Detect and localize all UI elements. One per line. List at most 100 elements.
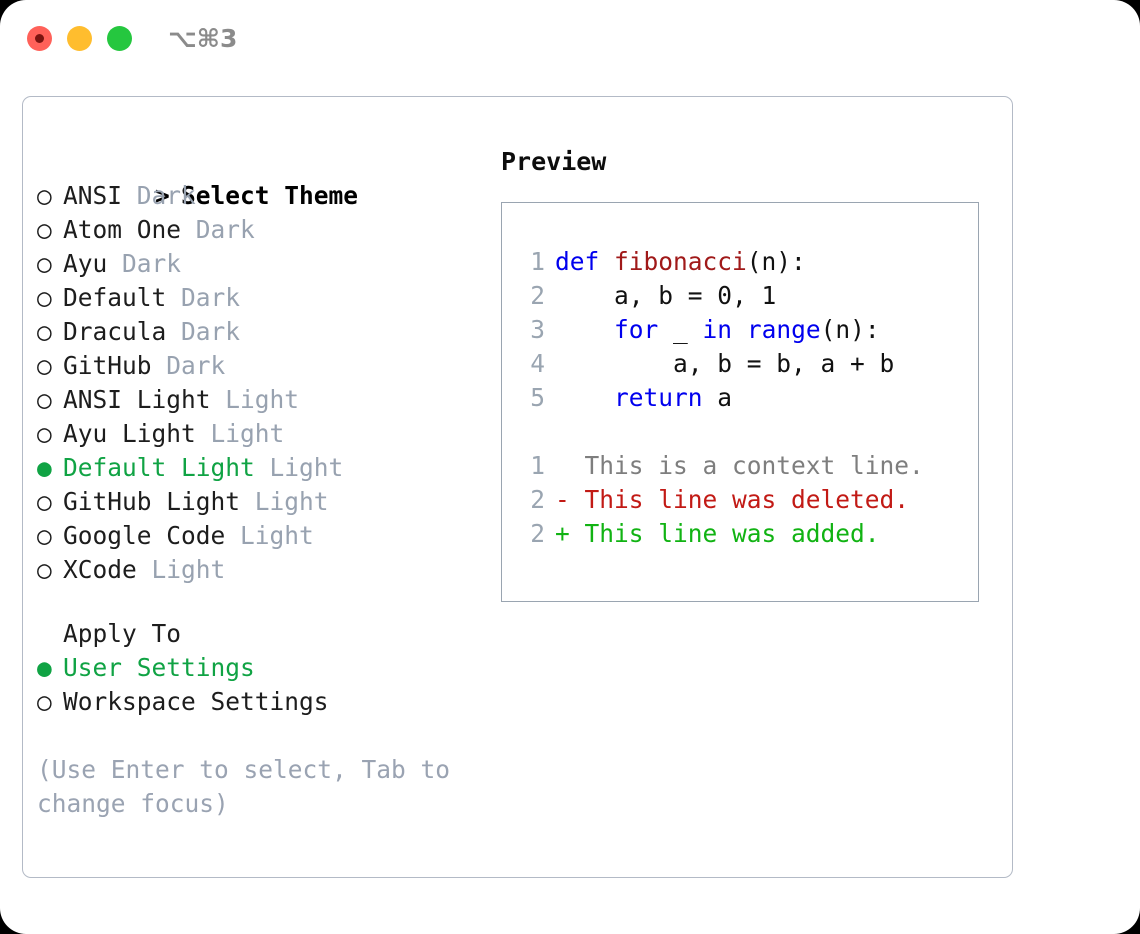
- minimize-button[interactable]: [67, 26, 92, 51]
- theme-option-label: ANSI Light: [63, 385, 226, 414]
- radio-unselected-icon: ○: [37, 687, 52, 716]
- theme-option-atom-one[interactable]: ○ Atom One Dark: [37, 213, 477, 247]
- theme-variant-tag: Light: [210, 419, 285, 448]
- code-line: 5 return a: [519, 381, 924, 415]
- code-diff-separator: [519, 415, 924, 449]
- select-theme-title: Select Theme: [181, 181, 359, 210]
- radio-unselected-icon: ○: [37, 385, 52, 414]
- theme-variant-tag: Light: [254, 487, 329, 516]
- theme-variant-tag: Light: [151, 555, 226, 584]
- radio-unselected-icon: ○: [37, 521, 52, 550]
- code-token: [555, 315, 614, 344]
- code-token: range: [746, 315, 821, 344]
- theme-option-label: GitHub Light: [63, 487, 255, 516]
- radio-unselected-icon: ○: [37, 487, 52, 516]
- radio-unselected-icon: ○: [37, 555, 52, 584]
- radio-selected-icon: ●: [37, 453, 52, 482]
- apply-to-option-list[interactable]: ●User Settings○ Workspace Settings: [37, 651, 477, 719]
- prompt-caret-icon: >: [155, 181, 170, 210]
- close-button[interactable]: [27, 26, 52, 51]
- theme-option-label: ANSI: [63, 181, 137, 210]
- line-number: 2: [530, 281, 545, 310]
- close-icon: [35, 34, 44, 43]
- theme-option-ansi-light[interactable]: ○ ANSI Light Light: [37, 383, 477, 417]
- diff-line-text: This is a context line.: [555, 451, 924, 480]
- code-token: _: [658, 315, 703, 344]
- code-token: [555, 383, 614, 412]
- radio-unselected-icon: ○: [37, 181, 52, 210]
- theme-option-ayu-light[interactable]: ○Ayu Light Light: [37, 417, 477, 451]
- theme-variant-tag: Light: [269, 453, 344, 482]
- theme-option-google-code[interactable]: ○ Google Code Light: [37, 519, 477, 553]
- code-token: for: [614, 315, 659, 344]
- theme-variant-tag: Dark: [181, 317, 241, 346]
- theme-option-ayu[interactable]: ○ Ayu Dark: [37, 247, 477, 281]
- apply-to-option-workspace-settings[interactable]: ○ Workspace Settings: [37, 685, 477, 719]
- theme-option-label: Dracula: [63, 317, 182, 346]
- theme-option-xcode[interactable]: ○ XCode Light: [37, 553, 477, 587]
- theme-option-ansi[interactable]: ○ANSI Dark: [37, 179, 477, 213]
- diff-line-del: 2 - This line was deleted.: [519, 483, 924, 517]
- line-number: 1: [530, 247, 545, 276]
- radio-unselected-icon: ○: [37, 351, 52, 380]
- code-token: a, b = b, a + b: [555, 349, 895, 378]
- maximize-button[interactable]: [107, 26, 132, 51]
- theme-list-column: >Select Theme ○ANSI Dark○Atom One Dark○A…: [37, 145, 477, 821]
- diff-line-text: + This line was added.: [555, 519, 880, 548]
- code-token: (n):: [746, 247, 806, 276]
- diff-line-ctx: 1 This is a context line.: [519, 449, 924, 483]
- code-line: 4 a, b = b, a + b: [519, 347, 924, 381]
- code-line: 3 for _ in range(n):: [519, 313, 924, 347]
- theme-variant-tag: Light: [240, 521, 314, 550]
- keyboard-hint-text: (Use Enter to select, Tab to change focu…: [37, 755, 451, 818]
- theme-variant-tag: Dark: [195, 215, 255, 244]
- theme-option-dracula[interactable]: ○Dracula Dark: [37, 315, 477, 349]
- line-number: 5: [530, 383, 545, 412]
- line-number: 2: [530, 485, 545, 514]
- code-token: [732, 315, 747, 344]
- radio-unselected-icon: ○: [37, 419, 52, 448]
- code-token: a: [702, 383, 733, 412]
- preview-heading: Preview: [501, 147, 607, 176]
- line-number: 4: [530, 349, 545, 378]
- code-token: a, b = 0, 1: [555, 281, 777, 310]
- radio-unselected-icon: ○: [37, 249, 52, 278]
- theme-option-label: GitHub: [63, 351, 167, 380]
- diff-line-add: 2 + This line was added.: [519, 517, 924, 551]
- code-token: fibonacci: [614, 247, 747, 276]
- apply-to-option-user-settings[interactable]: ●User Settings: [37, 651, 477, 685]
- theme-variant-tag: Dark: [122, 249, 182, 278]
- theme-option-label: XCode: [63, 555, 152, 584]
- diff-line-text: - This line was deleted.: [555, 485, 910, 514]
- apply-to-label: Apply To: [63, 619, 182, 648]
- radio-unselected-icon: ○: [37, 215, 52, 244]
- theme-variant-tag: Light: [225, 385, 300, 414]
- theme-option-label: Default: [63, 283, 182, 312]
- theme-option-label: Atom One: [63, 215, 196, 244]
- theme-option-label: Ayu: [63, 249, 123, 278]
- code-token: (n):: [820, 315, 880, 344]
- title-bar: ⌥⌘3: [0, 0, 1140, 78]
- theme-selector-panel: >Select Theme ○ANSI Dark○Atom One Dark○A…: [22, 96, 1013, 878]
- line-number: 3: [530, 315, 545, 344]
- theme-option-default[interactable]: ○Default Dark: [37, 281, 477, 315]
- code-token: return: [614, 383, 703, 412]
- theme-option-label: Default Light: [63, 453, 270, 482]
- apply-to-option-label: User Settings: [63, 653, 255, 682]
- theme-option-default-light[interactable]: ● Default Light Light: [37, 451, 477, 485]
- list-gap: [37, 587, 477, 617]
- code-token: def: [555, 247, 615, 276]
- apply-to-option-label: Workspace Settings: [63, 687, 329, 716]
- theme-option-github-light[interactable]: ○ GitHub Light Light: [37, 485, 477, 519]
- line-number: 1: [530, 451, 545, 480]
- theme-option-list[interactable]: ○ANSI Dark○Atom One Dark○Ayu Dark○Defaul…: [37, 179, 477, 587]
- line-number: 2: [530, 519, 545, 548]
- theme-variant-tag: Dark: [181, 283, 241, 312]
- theme-variant-tag: Dark: [166, 351, 226, 380]
- theme-option-label: Google Code: [63, 521, 241, 550]
- theme-option-github[interactable]: ○ GitHub Dark: [37, 349, 477, 383]
